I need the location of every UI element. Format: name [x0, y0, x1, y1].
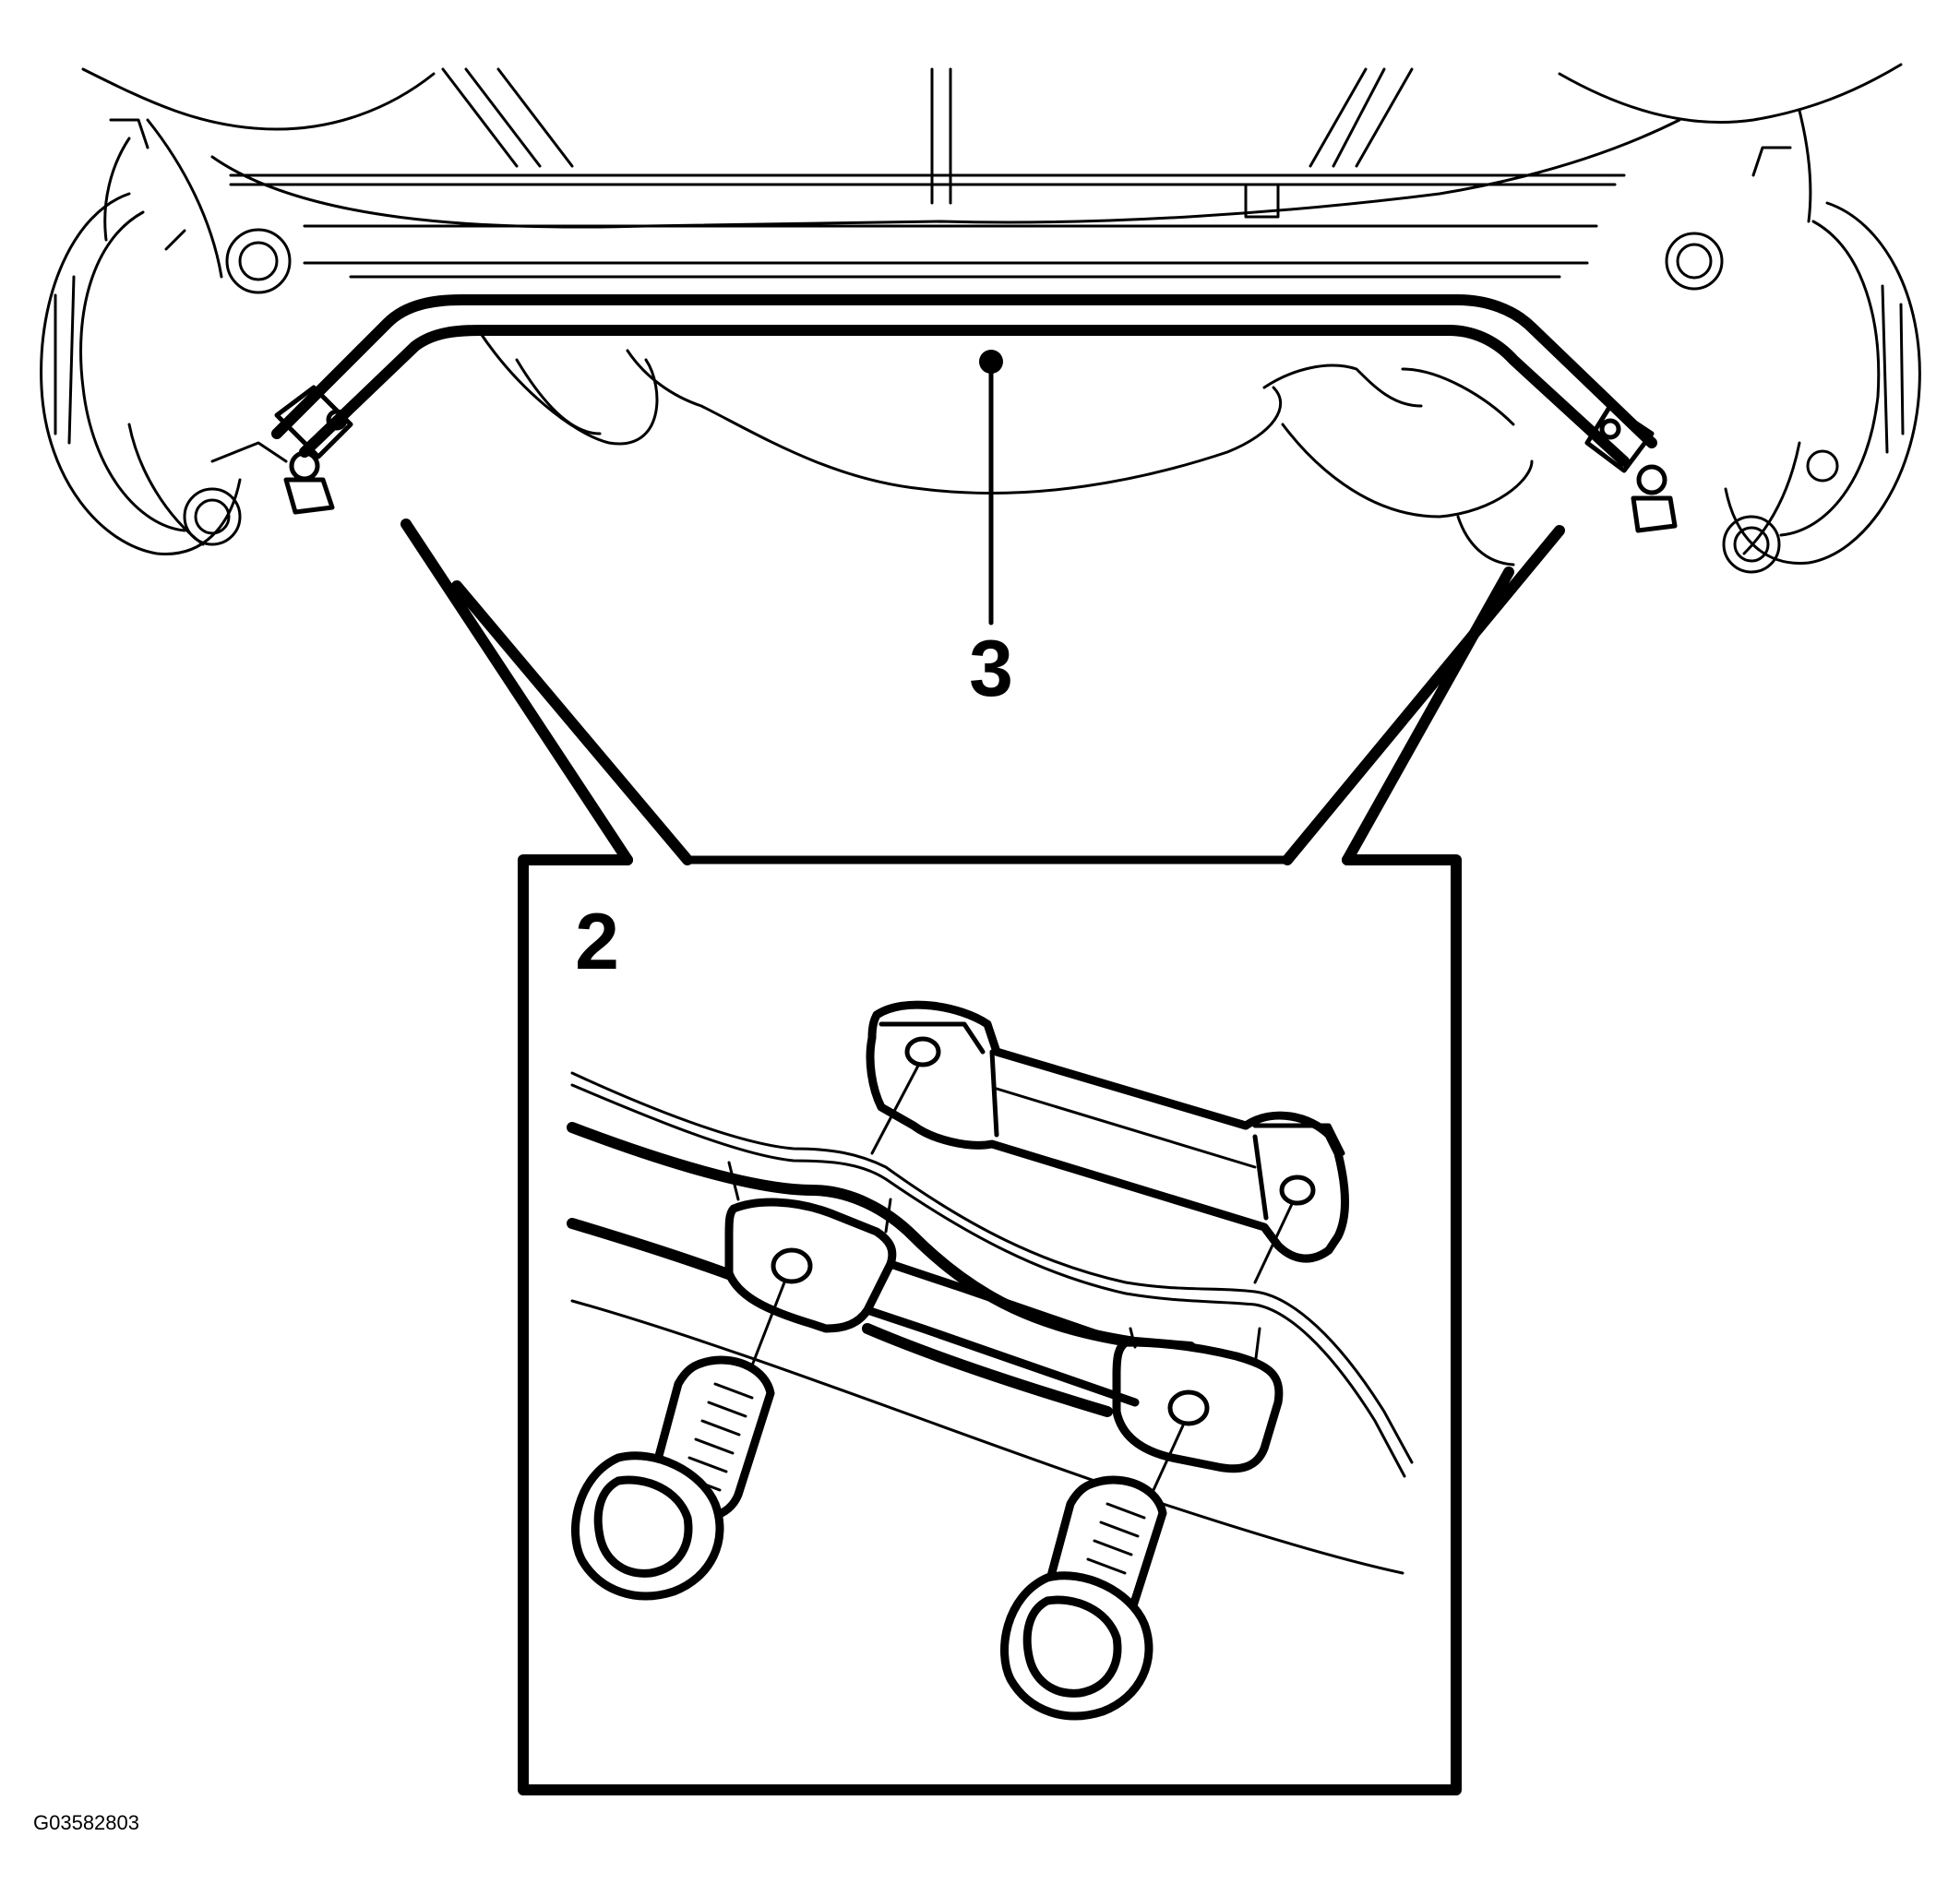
figure-id: G03582803 — [33, 1811, 139, 1834]
stabilizer-bar — [271, 294, 1678, 533]
left-wheel-hub — [40, 118, 292, 555]
callout-2-label: 2 — [575, 898, 619, 986]
bolt-right — [1000, 1475, 1167, 1721]
rear-suspension-view — [40, 63, 1921, 626]
detail-zoom-frame — [400, 519, 1565, 1795]
detail-view — [567, 1000, 1414, 1721]
lower-clamp — [724, 1161, 1284, 1473]
bolt-left — [571, 1355, 775, 1601]
callout-3-leader — [979, 350, 1003, 626]
right-wheel-hub — [1665, 109, 1921, 574]
callout-3-label: 3 — [969, 625, 1013, 713]
upper-clamp — [866, 1000, 1349, 1263]
